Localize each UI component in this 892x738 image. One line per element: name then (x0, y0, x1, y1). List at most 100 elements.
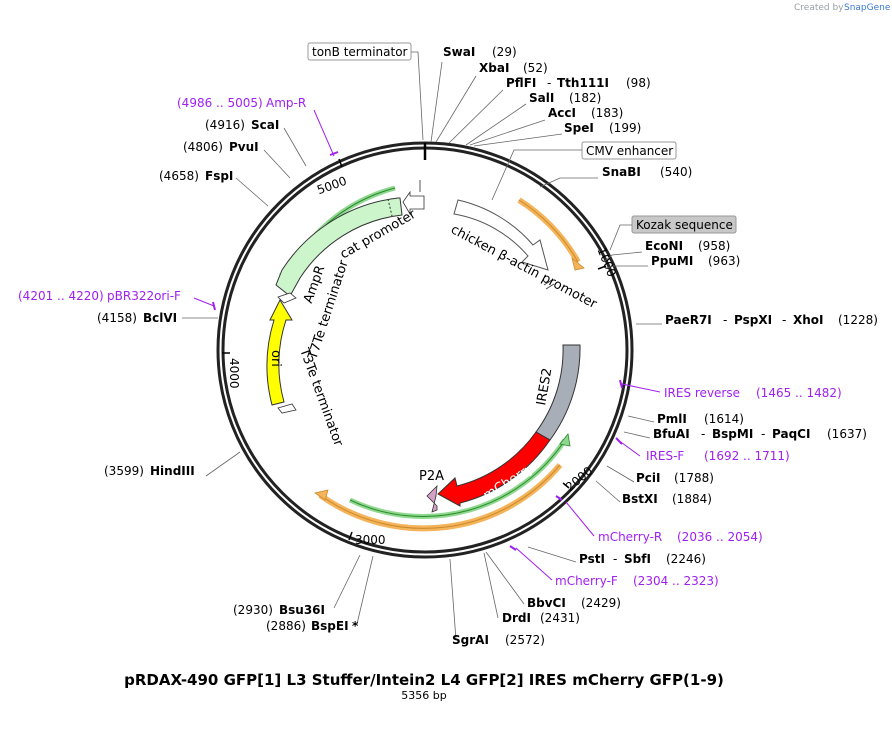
cmv-enhancer-box (581, 141, 677, 160)
ori-label: ori (268, 350, 283, 367)
primer-mcherry-r-range: (2036 .. 2054) (677, 530, 763, 544)
site-pflfi-pos: (98) (626, 76, 651, 90)
site-xbai-pos: (52) (523, 61, 548, 75)
kozak-sequence-label: Kozak sequence (636, 218, 733, 232)
t3te-arrow (277, 403, 297, 414)
site-hindiii[interactable]: HindIII (150, 464, 195, 478)
primer-ires-f-range: (1692 .. 1711) (704, 449, 790, 463)
chicken-beta-actin-promoter-arrow (453, 199, 549, 271)
site-bspei[interactable]: BspEI (311, 619, 349, 633)
site-drdi[interactable]: DrdI (502, 611, 531, 625)
tonb-terminator-box (307, 42, 412, 61)
site-bspei-pos: (2886) (266, 619, 306, 633)
site-econi-pos: (958) (698, 239, 730, 253)
site-hindiii-pos: (3599) (104, 464, 144, 478)
site-bbvci[interactable]: BbvCI (527, 596, 566, 610)
ampr-feature (275, 197, 403, 297)
site-xhoi[interactable]: XhoI (793, 313, 824, 327)
t3te-label: T3Te terminator (296, 345, 346, 449)
p2a-label: P2A (419, 469, 444, 484)
site-tth111i[interactable]: Tth111I (557, 76, 609, 90)
cmv-enhancer-label: CMV enhancer (586, 144, 673, 158)
site-xbai[interactable]: XbaI (479, 61, 509, 75)
site-paqci[interactable]: PaqCI (772, 427, 810, 441)
site-pspxi[interactable]: PspXI (734, 313, 772, 327)
site-fspi-pos: (4658) (159, 169, 199, 183)
site-bspei-star: * (352, 619, 359, 633)
snapgene-logo-text: SnapGene (844, 3, 891, 13)
site-snabi[interactable]: SnaBI (602, 165, 641, 179)
site-pflfi[interactable]: PflFI (506, 76, 536, 90)
site-paer7i-sep1: - (723, 313, 727, 327)
site-acci-pos: (183) (591, 106, 623, 120)
credit-text: Created by (794, 3, 844, 13)
site-paer7i-sep2: - (782, 313, 786, 327)
site-spei[interactable]: SpeI (564, 121, 594, 135)
site-econi[interactable]: EcoNI (645, 239, 683, 253)
primer-ires-reverse-range: (1465 .. 1482) (756, 386, 842, 400)
site-pcii-pos: (1788) (674, 471, 714, 485)
site-bfuai-sep1: - (701, 427, 705, 441)
site-bstxi[interactable]: BstXI (622, 492, 658, 506)
site-acci[interactable]: AccI (548, 106, 576, 120)
primer-pbr322ori-f[interactable]: pBR322ori-F (107, 289, 181, 303)
site-bclvi[interactable]: BclVI (143, 311, 177, 325)
site-pcii[interactable]: PciI (636, 471, 661, 485)
site-pmli[interactable]: PmlI (657, 412, 687, 426)
site-swai-pos: (29) (492, 45, 517, 59)
site-scai[interactable]: ScaI (251, 118, 279, 132)
tick-4000: 4000 (227, 358, 241, 389)
site-bsu36i[interactable]: Bsu36I (279, 603, 325, 617)
primer-ires-f[interactable]: IRES-F (646, 449, 684, 463)
ires2-label: IRES2 (534, 367, 555, 407)
primer-amp-r[interactable]: Amp-R (266, 96, 306, 110)
site-drdi-pos: (2431) (540, 611, 580, 625)
site-scai-pos: (4916) (205, 118, 245, 132)
site-bbvci-pos: (2429) (581, 596, 621, 610)
t7te-arrow (277, 292, 297, 304)
primer-mcherry-f[interactable]: mCherry-F (555, 574, 618, 588)
primer-ires-reverse[interactable]: IRES reverse (664, 386, 740, 400)
site-sgrai-pos: (2572) (505, 633, 545, 647)
ori-feature (266, 298, 293, 406)
site-pflfi-sep: - (547, 76, 551, 90)
site-ppumi[interactable]: PpuMI (651, 254, 693, 268)
site-psti-sep: - (613, 552, 617, 566)
site-psti[interactable]: PstI (579, 552, 605, 566)
site-snabi-pos: (540) (660, 165, 692, 179)
primer-mcherry-f-range: (2304 .. 2323) (633, 574, 719, 588)
primer-mcherry-r[interactable]: mCherry-R (598, 530, 662, 544)
tick-1000: 1000 (594, 245, 618, 279)
site-bfuai-pos: (1637) (827, 427, 867, 441)
site-paer7i-pos: (1228) (838, 313, 878, 327)
site-bfuai-sep2: - (761, 427, 765, 441)
plasmid-length: 5356 bp (401, 689, 446, 702)
site-ppumi-pos: (963) (708, 254, 740, 268)
site-sbfi[interactable]: SbfI (624, 552, 651, 566)
site-bclvi-pos: (4158) (97, 311, 137, 325)
site-paer7i[interactable]: PaeR7I (665, 313, 712, 327)
site-pmli-pos: (1614) (704, 412, 744, 426)
site-swai[interactable]: SwaI (443, 45, 475, 59)
mcherry-feature (437, 431, 551, 507)
tick-3000: 3000 (355, 533, 386, 547)
p2a-feature (426, 484, 438, 513)
site-fspi[interactable]: FspI (205, 169, 233, 183)
tonb-terminator-label: tonB terminator (312, 45, 408, 59)
site-bstxi-pos: (1884) (672, 492, 712, 506)
site-psti-pos: (2246) (666, 552, 706, 566)
kozak-sequence-box (631, 215, 737, 234)
map-title: pRDAX-490 GFP[1] L3 Stuffer/Intein2 L4 G… (124, 671, 724, 689)
site-sali-pos: (182) (569, 91, 601, 105)
site-bsu36i-pos: (2930) (233, 603, 273, 617)
site-sgrai[interactable]: SgrAI (452, 633, 489, 647)
site-pvui[interactable]: PvuI (229, 140, 259, 154)
site-bfuai[interactable]: BfuAI (653, 427, 690, 441)
site-pvui-pos: (4806) (183, 140, 223, 154)
site-spei-pos: (199) (609, 121, 641, 135)
site-sali[interactable]: SalI (529, 91, 554, 105)
primer-pbr322ori-f-range: (4201 .. 4220) (18, 289, 104, 303)
site-bspmi[interactable]: BspMI (712, 427, 753, 441)
cat-promoter-arrow (402, 190, 425, 216)
